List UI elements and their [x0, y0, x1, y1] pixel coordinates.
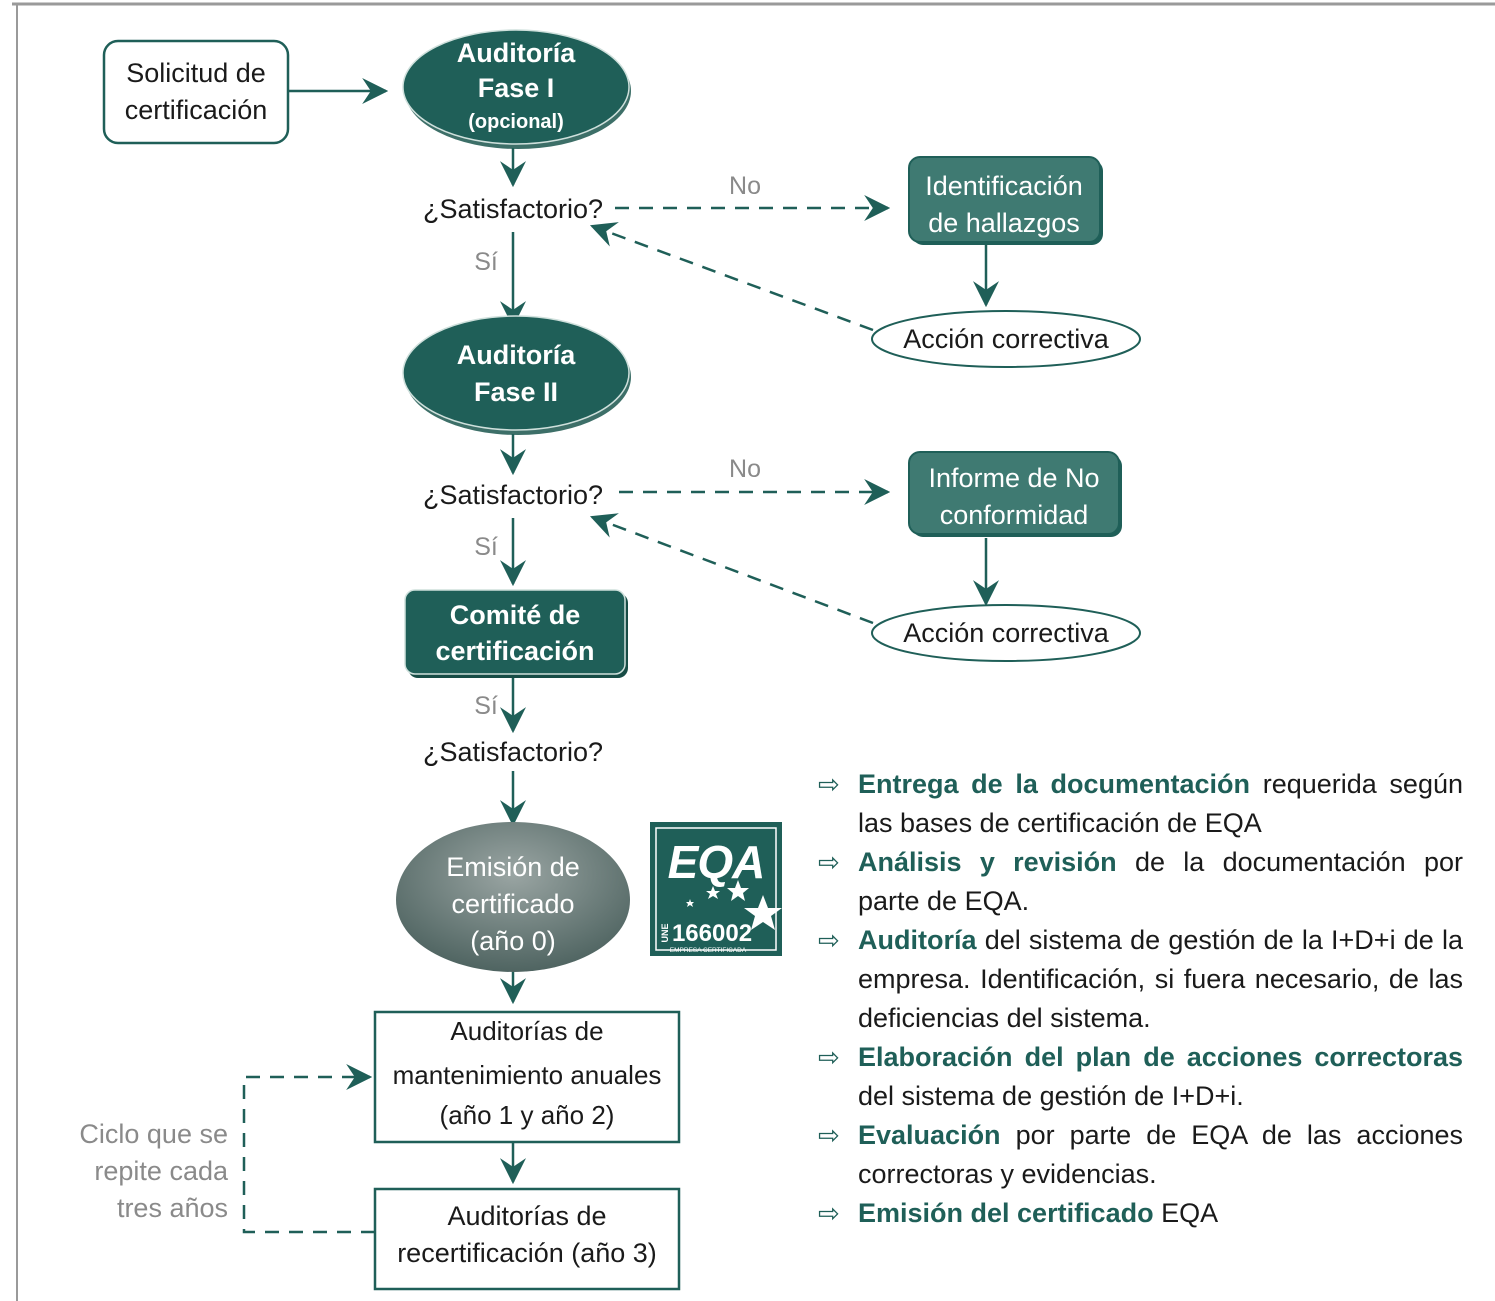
step-bold: Análisis y revisión [858, 847, 1117, 877]
eqa-logo-number: 166002 [672, 920, 752, 947]
decision-3-label: ¿Satisfactorio? [423, 737, 603, 767]
identificacion-box: Identificación de hallazgos [908, 156, 1103, 245]
emision-line-1: Emisión de [446, 852, 580, 882]
decision-1-label: ¿Satisfactorio? [423, 194, 603, 224]
ciclo-line-2: repite cada [94, 1156, 229, 1186]
recertificacion-line-2: recertificación (año 3) [397, 1238, 657, 1268]
fase2-node: Auditoría Fase II [402, 315, 631, 435]
accion-correctiva-1: Acción correctiva [871, 310, 1141, 368]
eqa-logo: EQA UNE 166002 EMPRESA CERTIFICADA [650, 822, 782, 956]
accion-correctiva-2-label: Acción correctiva [903, 618, 1110, 648]
fase2-line-1: Auditoría [457, 340, 576, 370]
recertificacion-line-1: Auditorías de [447, 1201, 606, 1231]
mantenimiento-line-2: mantenimiento anuales [393, 1060, 662, 1090]
mantenimiento-box: Auditorías de mantenimiento anuales (año… [373, 1010, 681, 1144]
informe-line-1: Informe de No [928, 463, 1099, 493]
step-bold: Emisión del certificado [858, 1198, 1154, 1228]
arrow-accion1-back [589, 222, 874, 332]
si-label-1: Sí [474, 248, 498, 276]
stars-icon [686, 880, 782, 930]
steps-list: ⇨ Entrega de la documentación requerida s… [818, 765, 1463, 1233]
ciclo-line-1: Ciclo que se [79, 1119, 228, 1149]
step-text: EQA [1153, 1198, 1219, 1228]
arrow-accion2-back [589, 513, 874, 625]
comite-line-1: Comité de [450, 600, 581, 630]
right-arrow-icon: ⇨ [818, 1198, 840, 1228]
informe-line-2: conformidad [940, 500, 1089, 530]
emision-line-2: certificado [451, 889, 574, 919]
fase1-line-3: (opcional) [468, 111, 564, 133]
right-arrow-icon: ⇨ [818, 847, 840, 877]
mantenimiento-line-1: Auditorías de [450, 1016, 603, 1046]
cycle-loop-arrow [242, 1064, 375, 1234]
eqa-logo-brand: EQA [668, 836, 765, 888]
solicitud-box: Solicitud de certificación [102, 39, 290, 145]
step-bold: Evaluación [858, 1120, 1001, 1150]
identificacion-line-1: Identificación [925, 171, 1083, 201]
no-label-2: No [729, 455, 761, 483]
identificacion-line-2: de hallazgos [928, 208, 1080, 238]
fase1-line-1: Auditoría [457, 38, 576, 68]
si-label-3: Sí [474, 692, 498, 720]
si-label-2: Sí [474, 533, 498, 561]
right-arrow-icon: ⇨ [818, 1120, 840, 1150]
comite-line-2: certificación [435, 636, 594, 666]
no-label-1: No [729, 172, 761, 200]
mantenimiento-line-3: (año 1 y año 2) [440, 1100, 615, 1130]
step-bold: Auditoría [858, 925, 977, 955]
solicitud-line-1: Solicitud de [126, 58, 266, 88]
informe-box: Informe de No conformidad [908, 451, 1122, 537]
accion-correctiva-1-label: Acción correctiva [903, 324, 1110, 354]
emision-line-3: (año 0) [470, 926, 556, 956]
step-bold: Elaboración del plan de acciones correct… [858, 1042, 1463, 1072]
decision-2-label: ¿Satisfactorio? [423, 480, 603, 510]
right-arrow-icon: ⇨ [818, 769, 840, 799]
eqa-logo-une: UNE [660, 923, 670, 942]
right-arrow-icon: ⇨ [818, 925, 840, 955]
step-text: de la documentación por parte de EQA. [858, 847, 1463, 916]
comite-box: Comité de certificación [404, 589, 628, 678]
fase1-node: Auditoría Fase I (opcional) [402, 29, 631, 149]
emision-node: Emisión de certificado (año 0) [396, 822, 630, 972]
step-text: requerida según las bases de certificaci… [858, 769, 1463, 838]
solicitud-line-2: certificación [125, 95, 268, 125]
fase1-line-2: Fase I [478, 73, 555, 103]
step-bold: Entrega de la documentación [858, 769, 1251, 799]
step-item: ⇨ Auditoría del sistema de gestión de la … [818, 921, 1463, 1038]
fase2-line-2: Fase II [474, 377, 558, 407]
step-item: ⇨ Evaluación por parte de EQA de las acci… [818, 1116, 1463, 1194]
ciclo-line-3: tres años [117, 1193, 228, 1223]
step-text: por parte de EQA de las acciones correct… [858, 1120, 1463, 1189]
step-item: ⇨ Elaboración del plan de acciones correc… [818, 1038, 1463, 1116]
step-item: ⇨ Análisis y revisión de la documentación… [818, 843, 1463, 921]
step-item: ⇨ Emisión del certificado EQA [818, 1194, 1463, 1233]
step-item: ⇨ Entrega de la documentación requerida s… [818, 765, 1463, 843]
step-text: del sistema de gestión de la I+D+i de la… [858, 925, 1463, 1033]
step-text: del sistema de gestión de I+D+i. [858, 1081, 1244, 1111]
accion-correctiva-2: Acción correctiva [871, 604, 1141, 662]
eqa-logo-caption: EMPRESA CERTIFICADA [670, 947, 747, 954]
right-arrow-icon: ⇨ [818, 1042, 840, 1072]
recertificacion-box: Auditorías de recertificación (año 3) [373, 1187, 681, 1291]
